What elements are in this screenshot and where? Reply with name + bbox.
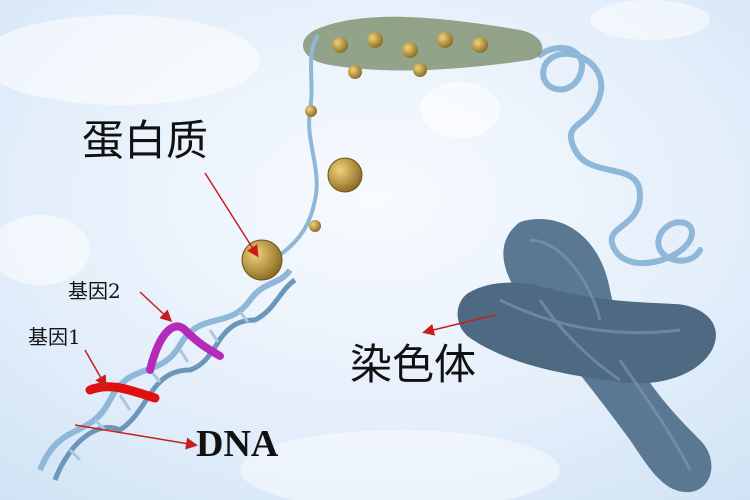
nucleosome [348,65,362,79]
helix-strand-b [52,277,297,481]
arrow-dna [74,424,198,450]
nucleosome [413,63,427,77]
nucleosome [305,105,317,117]
gene1-segment [85,382,160,403]
arrow-gene2 [139,291,173,323]
arrow-protein [204,172,259,258]
chromatid-right [457,282,716,384]
cloud [420,82,500,138]
helix-rungs [68,311,250,462]
chromosome-texture [499,238,692,471]
chromatin-fiber [303,16,703,267]
label-gene1: 基因1 [28,325,81,349]
dna-strand-upper [278,33,320,257]
label-chromosome: 染色体 [350,340,477,389]
fiber-top-bundle [303,16,543,71]
nucleosome [332,37,348,53]
nucleosome [367,32,383,48]
arrow-gene1 [84,349,107,388]
cloud [0,215,90,285]
fiber-coil [537,44,703,267]
nucleosome [402,42,418,58]
gene2-segment [146,322,224,374]
cloud [240,430,560,500]
cloud [0,15,260,105]
nucleosome [309,220,321,232]
arrow-chromosome [422,314,496,336]
label-dna: DNA [196,423,279,465]
nucleosome [472,37,488,53]
label-protein: 蛋白质 [82,116,209,165]
nucleosome [437,32,453,48]
label-gene2: 基因2 [68,279,121,303]
nucleosome [327,157,363,193]
nucleosome [241,239,283,281]
chromosome [457,219,716,493]
cloud [590,0,710,40]
pointer-arrows [74,172,496,450]
